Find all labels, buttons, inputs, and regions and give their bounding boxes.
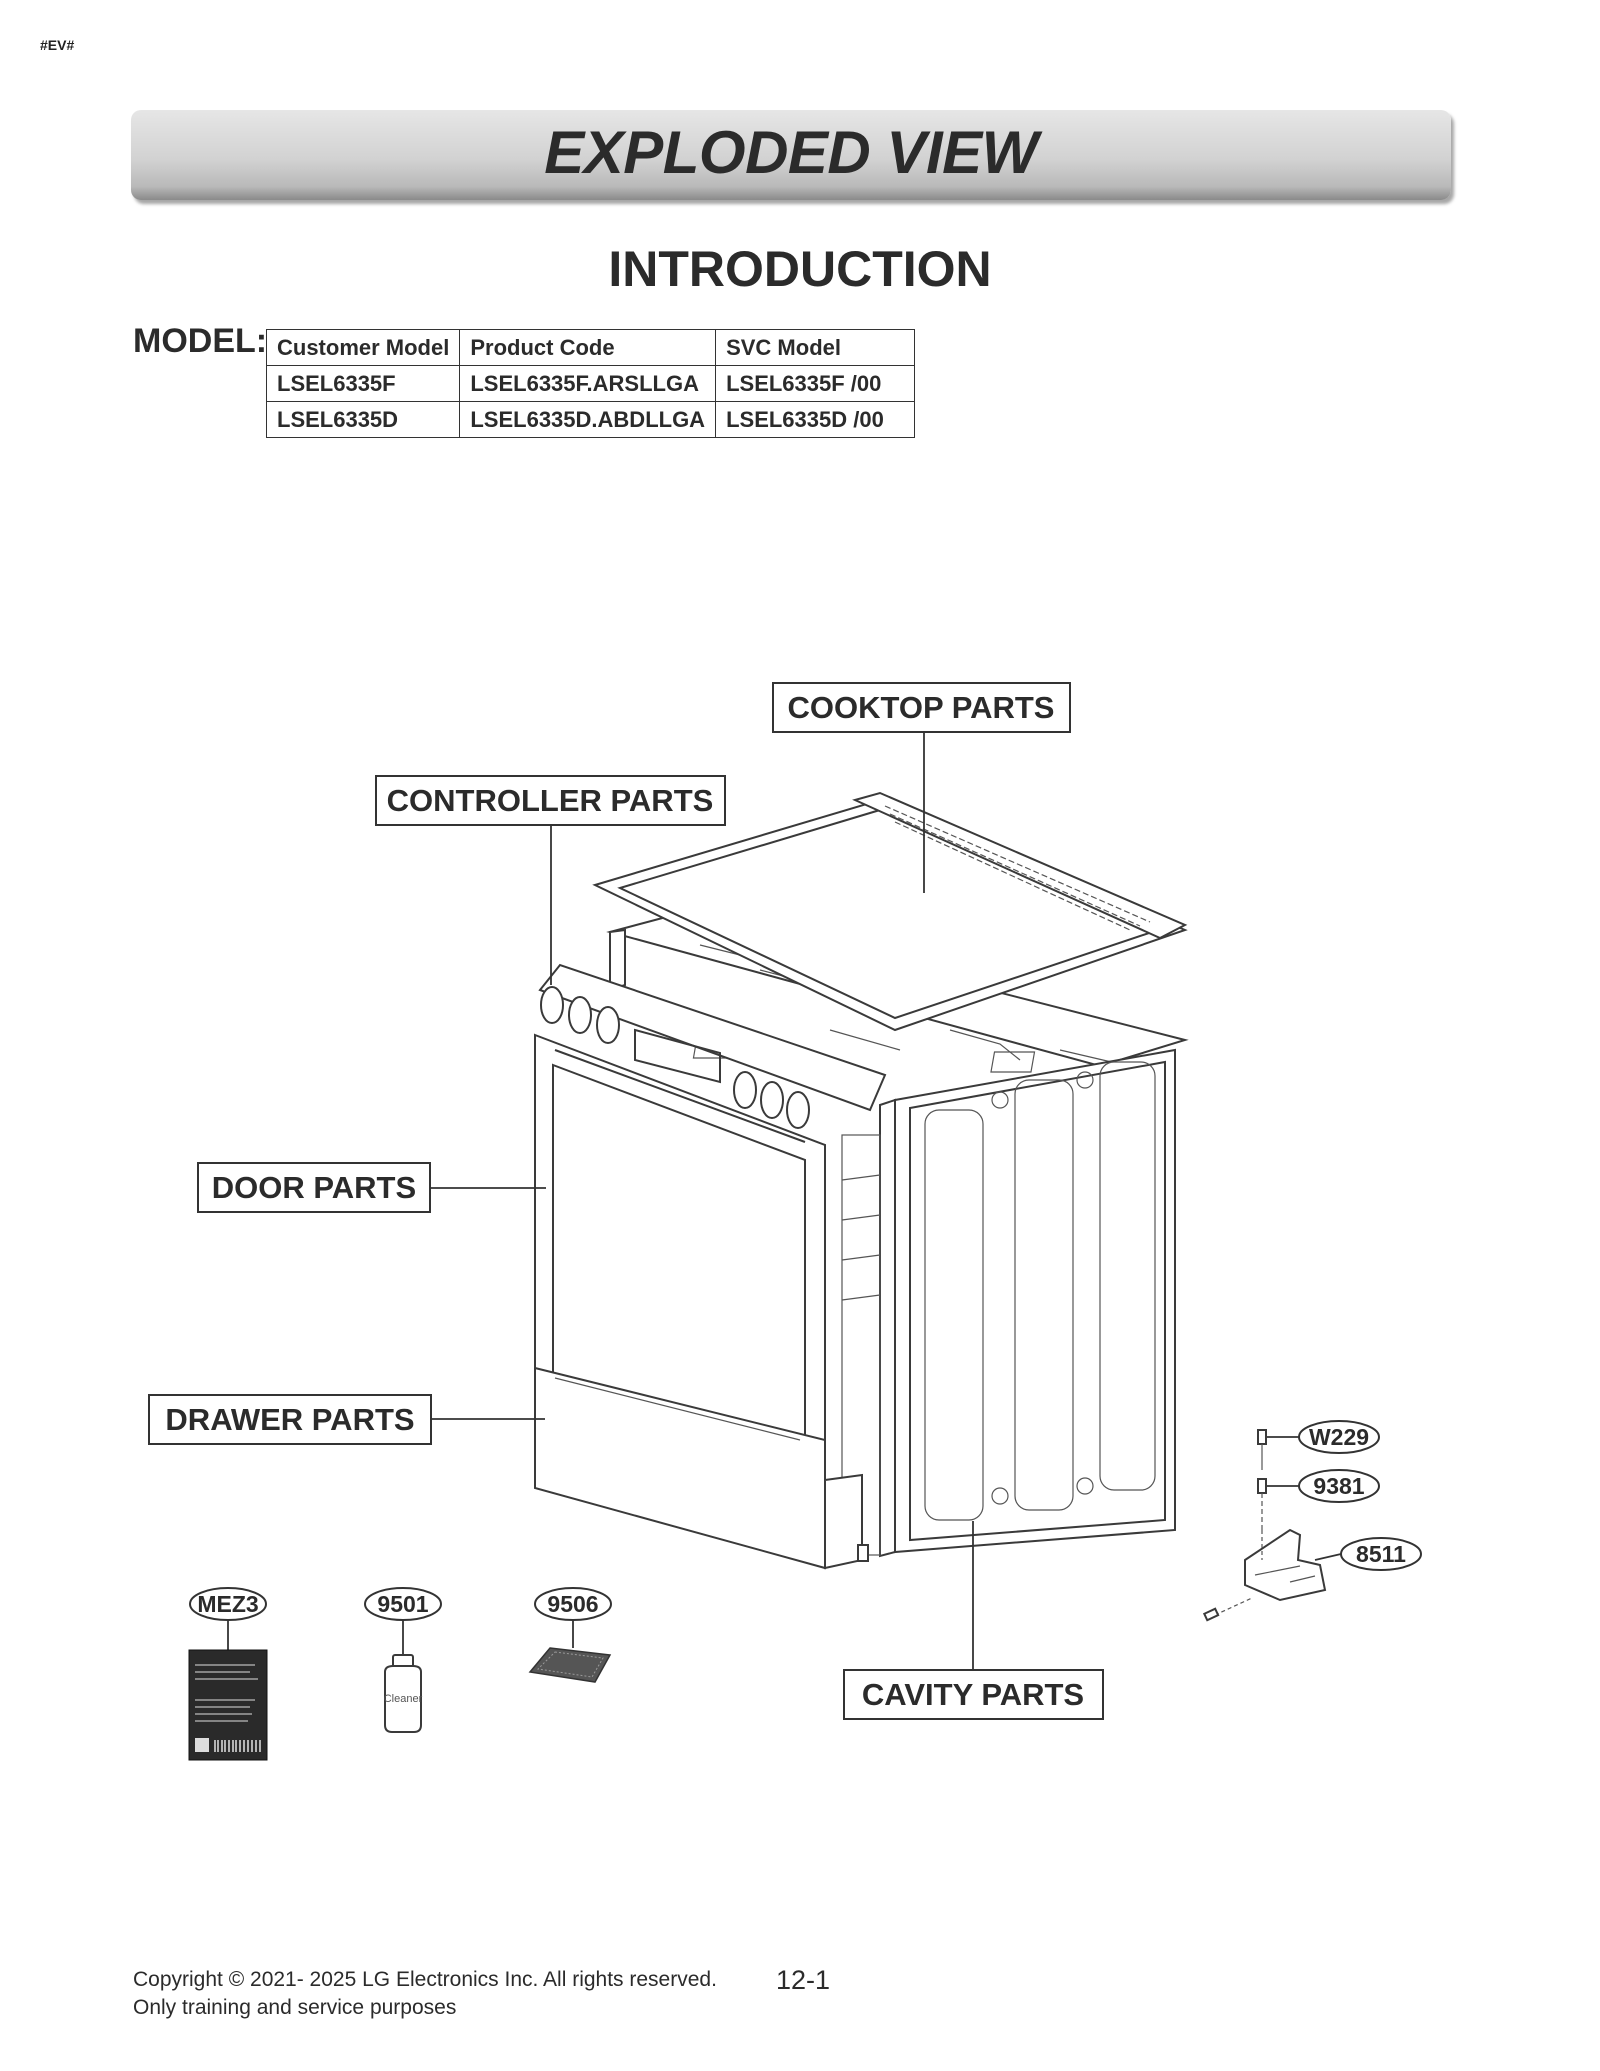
side-hole [991,1091,1009,1109]
document-tag: #EV# [40,37,75,53]
cleaner-bottle [384,1665,422,1733]
bracket-screw-guide [1214,1597,1253,1616]
page-number: 12-1 [776,1965,831,1995]
title-banner [131,110,1451,200]
callout-9506: 9506 [528,1587,612,1683]
svg-text:9501: 9501 [377,1591,428,1617]
control-panel [538,963,887,1112]
bracket-screw-icon [1202,1607,1220,1622]
side-panel [894,1048,1176,1554]
side-rib [1099,1061,1156,1491]
svg-text:9506: 9506 [547,1591,598,1617]
anchor-icon [1257,1478,1267,1494]
svc-model-cell: LSEL6335F /00 [715,365,916,402]
svg-text:CAVITY PARTS: CAVITY PARTS [862,1677,1084,1712]
table-row: LSEL6335D LSEL6335D.ABDLLGA LSEL6335D /0… [265,401,916,438]
table-row: LSEL6335F LSEL6335F.ARSLLGA LSEL6335F /0… [265,365,916,402]
barcode-icon [214,1740,261,1752]
svc-model-cell: LSEL6335D /00 [715,401,916,438]
cooktop-glass [592,798,1188,1032]
bottle-label: Cleaner [384,1693,423,1705]
header-customer-model: Customer Model [265,329,461,366]
label-door-parts: DOOR PARTS [197,1162,546,1213]
side-rib [924,1109,984,1521]
purpose-text: Only training and service purposes [133,1996,457,2019]
svg-text:8511: 8511 [1356,1541,1406,1567]
qr-code-icon [195,1738,209,1752]
rack-lines [841,1174,881,1301]
knob-group-left [540,986,620,1044]
scrub-pad [528,1647,612,1683]
door-handle [554,1049,806,1143]
label-controller-parts: CONTROLLER PARTS [375,775,726,985]
callout-mez3: MEZ3 [188,1587,268,1761]
model-table: Customer Model Product Code SVC Model LS… [265,329,916,438]
svg-text:9381: 9381 [1313,1473,1364,1499]
knob-group-right [733,1071,810,1129]
svg-text:COOKTOP PARTS: COOKTOP PARTS [788,690,1055,725]
screw-icon [1257,1429,1267,1445]
side-hole [1076,1477,1094,1495]
cavity-edge [879,1098,896,1558]
callout-9381: 9381 [1257,1469,1380,1530]
label-drawer-parts: DRAWER PARTS [148,1394,545,1445]
drawer-side [824,1473,863,1570]
svg-text:CONTROLLER PARTS: CONTROLLER PARTS [387,783,714,818]
model-table-header-row: Customer Model Product Code SVC Model [265,329,916,366]
model-label: MODEL: [133,322,268,360]
footer-copyright: Copyright © 2021- 2025 LG Electronics In… [133,1966,717,2022]
rear-post [609,928,626,992]
customer-model-cell: LSEL6335D [265,401,461,438]
leveling-leg [857,1544,869,1562]
callout-w229: W229 [1257,1420,1380,1470]
product-code-cell: LSEL6335D.ABDLLGA [459,401,717,438]
anti-tip-bracket [1244,1528,1327,1602]
banner-title: EXPLODED VIEW [544,119,1038,186]
display-window [634,1028,721,1084]
callout-9501: 9501 Cleaner [364,1587,442,1733]
bracket-detail [1254,1565,1316,1583]
header-svc-model: SVC Model [715,329,916,366]
label-cavity-parts: CAVITY PARTS [843,1521,1104,1720]
drawer-edge [554,1377,801,1441]
section-title: INTRODUCTION [608,241,992,297]
frame-slot [990,1051,1036,1073]
vent-slots [884,805,1151,931]
svg-text:DOOR PARTS: DOOR PARTS [212,1170,416,1205]
customer-model-cell: LSEL6335F [265,365,461,402]
product-code-cell: LSEL6335F.ARSLLGA [459,365,717,402]
callout-8511: 8511 [1202,1528,1422,1622]
side-hole [1076,1071,1094,1089]
svg-text:MEZ3: MEZ3 [197,1591,258,1617]
side-hole [991,1487,1009,1505]
scrub-pad-texture [536,1651,604,1678]
side-panel-inner [909,1060,1166,1542]
side-rib [1014,1079,1074,1511]
label-cooktop-parts: COOKTOP PARTS [772,682,1071,893]
svg-text:W229: W229 [1309,1424,1369,1450]
svg-text:DRAWER PARTS: DRAWER PARTS [165,1402,414,1437]
copyright-text: Copyright © 2021- 2025 LG Electronics In… [133,1968,717,1991]
warning-text-lines [195,1664,258,1722]
range-illustration: LG [534,791,1189,1570]
